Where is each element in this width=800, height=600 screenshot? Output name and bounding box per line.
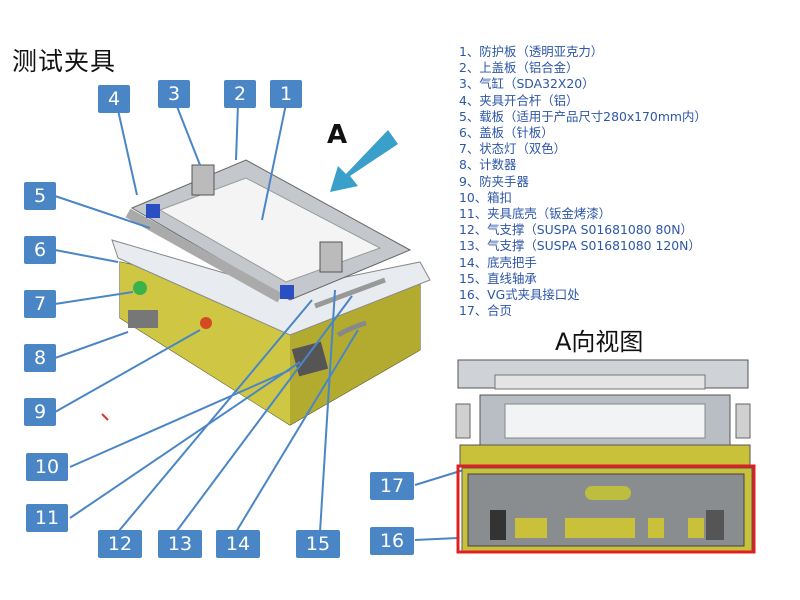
callout-2: 2	[224, 80, 256, 108]
a-view-illustration	[455, 359, 756, 554]
part-item: 4、夹具开合杆（铝）	[459, 92, 579, 108]
part-item: 9、防夹手器	[459, 173, 529, 189]
counter-box	[128, 310, 158, 328]
part-item: 2、上盖板（铝合金）	[459, 60, 579, 76]
view-arrow	[330, 130, 398, 192]
part-item: 14、底壳把手	[459, 254, 537, 270]
callout-9: 9	[24, 398, 56, 426]
callout-17: 17	[370, 472, 414, 500]
parts-list: 1、防护板（透明亚克力） 2、上盖板（铝合金） 3、气缸（SDA32X20） 4…	[459, 44, 707, 319]
callout-14: 14	[216, 530, 260, 558]
part-item: 10、箱扣	[459, 189, 512, 205]
callout-12: 12	[98, 530, 142, 558]
part-item: 12、气支撑（SUSPA S01681080 80N）	[459, 222, 693, 238]
part-item: 7、状态灯（双色）	[459, 141, 567, 157]
part-item: 3、气缸（SDA32X20）	[459, 76, 595, 92]
part-item: 1、防护板（透明亚克力）	[459, 44, 604, 59]
safety-button	[200, 317, 212, 329]
callout-6: 6	[24, 236, 56, 264]
interface-highlight	[456, 464, 756, 554]
callout-8: 8	[24, 344, 56, 372]
callout-1: 1	[270, 80, 302, 108]
callout-16: 16	[370, 527, 414, 555]
page-title: 测试夹具	[12, 47, 117, 76]
part-item: 11、夹具底壳（钣金烤漆）	[459, 206, 612, 222]
part-item: 8、计数器	[459, 157, 517, 173]
callout-15: 15	[296, 530, 340, 558]
callout-5: 5	[24, 182, 56, 210]
part-item: 13、气支撑（SUSPA S01681080 120N）	[459, 238, 701, 254]
part-item: 17、合页	[459, 303, 512, 319]
callout-3: 3	[158, 80, 190, 108]
part-item: 5、载板（适用于产品尺寸280x170mm内）	[459, 108, 707, 124]
view-direction-label: A	[327, 120, 348, 150]
callout-10: 10	[26, 453, 68, 481]
part-item: 6、盖板（针板）	[459, 125, 554, 141]
callout-4: 4	[98, 85, 130, 113]
callout-13: 13	[158, 530, 202, 558]
handle	[336, 320, 367, 338]
part-item: 16、VG式夹具接口处	[459, 287, 580, 303]
callout-11: 11	[26, 504, 68, 532]
part-item: 15、直线轴承	[459, 270, 537, 286]
callout-7: 7	[24, 290, 56, 318]
a-view-title: A向视图	[555, 328, 644, 356]
status-light	[133, 281, 147, 295]
